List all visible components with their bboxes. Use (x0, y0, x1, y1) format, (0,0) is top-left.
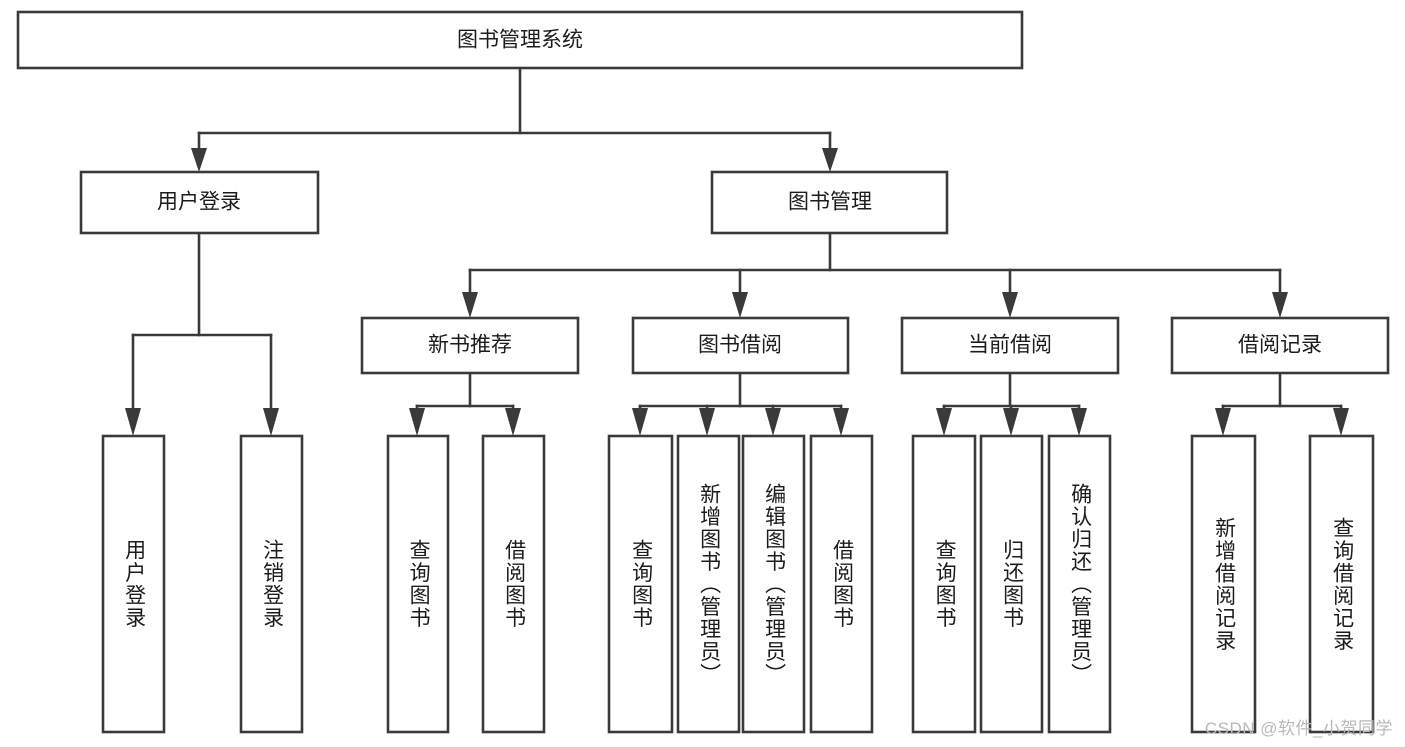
arrow-head-current-borrow (1002, 292, 1018, 318)
arrow-head-user-login (191, 148, 207, 172)
node-user-login-box[interactable] (79, 170, 320, 235)
arrow-head-leaf-3 (505, 408, 521, 436)
node-new-book-recommend-label: 新书推荐 (428, 334, 512, 357)
leaf-box-6[interactable] (741, 434, 806, 734)
node-current-borrow[interactable]: 当前借阅 (900, 316, 1120, 375)
leaf-box-1[interactable] (239, 434, 304, 734)
leaf-box-layer (101, 434, 1375, 734)
leaf-box-3[interactable] (481, 434, 546, 734)
leaf-box-11[interactable] (1190, 434, 1257, 734)
node-book-borrow-box[interactable] (631, 316, 850, 375)
node-book-management-box[interactable] (710, 170, 949, 235)
arrow-head-leaf-7 (833, 408, 849, 436)
arrow-head-leaf-11 (1215, 408, 1231, 436)
node-borrow-record-box[interactable] (1170, 316, 1390, 375)
arrow-head-leaf-5 (699, 408, 715, 436)
node-root-label: 图书管理系统 (457, 29, 583, 52)
leaf-box-2[interactable] (386, 434, 450, 734)
arrow-head-leaf-12 (1333, 408, 1349, 436)
arrow-head-leaf-4 (632, 408, 648, 436)
leaf-box-0[interactable] (101, 434, 166, 734)
node-new-book-recommend[interactable]: 新书推荐 (360, 316, 580, 375)
node-user-login[interactable]: 用户登录 (79, 170, 320, 235)
node-book-management-label: 图书管理 (788, 191, 872, 214)
connector-layer (125, 66, 1349, 436)
node-borrow-record-label: 借阅记录 (1238, 334, 1322, 357)
leaf-box-12[interactable] (1308, 434, 1375, 734)
node-root-system[interactable]: 图书管理系统 (16, 10, 1024, 70)
arrow-head-leaf-6 (765, 408, 781, 436)
node-book-management[interactable]: 图书管理 (710, 170, 949, 235)
node-current-borrow-box[interactable] (900, 316, 1120, 375)
leaf-box-9[interactable] (979, 434, 1044, 734)
arrow-head-borrow-record (1272, 292, 1288, 318)
node-user-login-label: 用户登录 (157, 191, 241, 214)
arrow-head-leaf-0 (125, 408, 141, 436)
arrow-head-new-book-rec (462, 292, 478, 318)
leaf-box-8[interactable] (911, 434, 977, 734)
node-root-box[interactable] (16, 10, 1024, 70)
arrow-head-leaf-10 (1071, 408, 1087, 436)
arrow-head-leaf-8 (936, 408, 952, 436)
node-book-borrow-label: 图书借阅 (698, 334, 782, 357)
leaf-box-4[interactable] (607, 434, 674, 734)
arrow-head-leaf-1 (263, 408, 279, 436)
node-borrow-record[interactable]: 借阅记录 (1170, 316, 1390, 375)
node-current-borrow-label: 当前借阅 (968, 334, 1052, 357)
node-book-borrow[interactable]: 图书借阅 (631, 316, 850, 375)
node-new-book-recommend-box[interactable] (360, 316, 580, 375)
arrow-head-leaf-2 (409, 408, 425, 436)
arrow-head-leaf-9 (1003, 408, 1019, 436)
leaf-box-10[interactable] (1047, 434, 1112, 734)
arrow-head-book-mgmt (822, 148, 838, 172)
leaf-box-7[interactable] (809, 434, 874, 734)
leaf-box-5[interactable] (676, 434, 741, 734)
arrow-head-book-borrow (732, 292, 748, 318)
